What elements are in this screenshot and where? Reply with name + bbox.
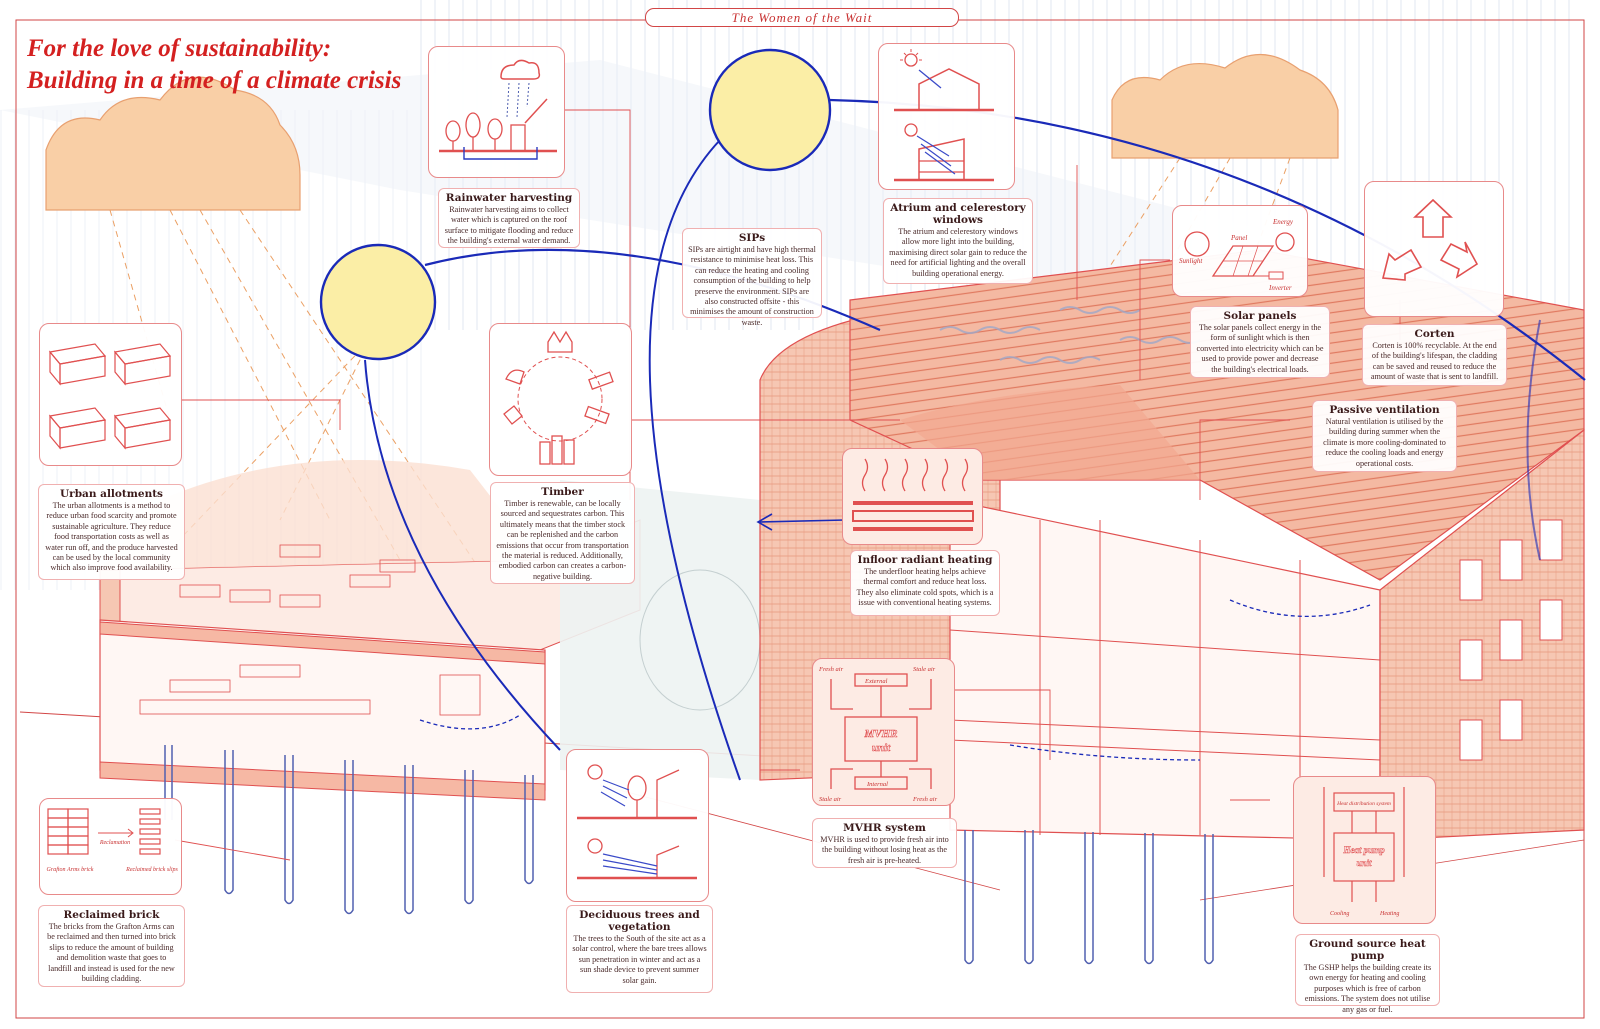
solar-sunlight-label: Sunlight xyxy=(1179,257,1203,265)
feature-description: MVHR is used to provide fresh air into t… xyxy=(820,835,949,865)
solar-panel-label: Panel xyxy=(1230,234,1247,242)
feature-description: The trees to the South of the site act a… xyxy=(572,934,707,985)
corten-icon-card xyxy=(1364,181,1504,317)
mvhr-stale-air-out-label: Stale air xyxy=(913,666,936,673)
feature-passive-ventilation: Passive ventilation Natural ventilation … xyxy=(1312,400,1457,472)
feature-description: Timber is renewable, can be locally sour… xyxy=(496,499,629,581)
heading-line-2: Building in a time of a climate crisis xyxy=(27,67,402,94)
solar-panel-icon: Sunlight Panel Energy Inverter xyxy=(1179,218,1295,292)
rain-cloud-icon xyxy=(439,59,557,160)
feature-gshp: Ground source heat pump The GSHP helps t… xyxy=(1295,934,1440,1014)
feature-title: Urban allotments xyxy=(60,488,163,500)
sun-summer xyxy=(708,48,832,172)
sun-winter xyxy=(319,243,437,361)
timber-cycle-icon xyxy=(503,330,614,465)
recycle-icon xyxy=(1381,198,1479,281)
infloor-icon-card xyxy=(842,448,983,545)
feature-description: The GSHP helps the building create its o… xyxy=(1303,963,1432,1014)
brick-process-label: Reclamation xyxy=(99,840,130,846)
feature-rainwater: Rainwater harvesting Rainwater harvestin… xyxy=(438,188,580,248)
feature-title: Atrium and celerestory windows xyxy=(890,202,1026,226)
brick-result-label: Reclaimed brick slips xyxy=(125,867,178,873)
solar-icon-card: Sunlight Panel Energy Inverter xyxy=(1172,205,1308,297)
solar-inverter-label: Inverter xyxy=(1268,284,1292,292)
feature-title: Passive ventilation xyxy=(1329,404,1440,416)
heading-line-1: For the love of sustainability: xyxy=(27,35,332,62)
feature-description: Corten is 100% recyclable. At the end of… xyxy=(1370,341,1499,382)
atrium-section-icon xyxy=(894,49,994,182)
planter-box-icon xyxy=(48,343,172,450)
feature-title: Infloor radiant heating xyxy=(857,554,993,566)
feature-allotments: Urban allotments The urban allotments is… xyxy=(38,484,185,580)
feature-title: MVHR system xyxy=(843,822,926,834)
allotments-icon-card xyxy=(39,323,182,466)
gshp-icon-card: Heat distribution system Heat pump unit … xyxy=(1293,776,1436,924)
feature-title: Corten xyxy=(1414,328,1455,340)
gshp-heating-label: Heating xyxy=(1379,911,1399,917)
timber-icon-card xyxy=(489,323,632,476)
gshp-cooling-label: Cooling xyxy=(1330,911,1349,917)
mvhr-unit-icon: Fresh air Stale air External MVHR unit I… xyxy=(818,666,938,803)
feature-title: Rainwater harvesting xyxy=(445,192,573,204)
tree-sun-icon xyxy=(577,764,697,880)
feature-description: The solar panels collect energy in the f… xyxy=(1196,323,1324,374)
brick-icon-card: Reclamation Grafton Arms brick Reclaimed… xyxy=(39,798,182,895)
brick-source-label: Grafton Arms brick xyxy=(47,866,94,873)
mvhr-icon-card: Fresh air Stale air External MVHR unit I… xyxy=(812,658,955,806)
brick-icon: Reclamation Grafton Arms brick Reclaimed… xyxy=(47,808,178,873)
feature-description: Rainwater harvesting aims to collect wat… xyxy=(444,205,574,246)
feature-title: Reclaimed brick xyxy=(63,909,160,921)
feature-description: The urban allotments is a method to redu… xyxy=(45,501,178,573)
gshp-unit-label-1: Heat pump xyxy=(1342,845,1385,855)
feature-title: Timber xyxy=(541,486,584,498)
feature-title: SIPs xyxy=(738,232,766,244)
mvhr-fresh-air-in-label: Fresh air xyxy=(818,666,844,673)
feature-deciduous-trees: Deciduous trees and vegetation The trees… xyxy=(566,905,713,993)
radiant-heat-icon xyxy=(852,458,974,531)
feature-mvhr: MVHR system MVHR is used to provide fres… xyxy=(812,818,957,868)
feature-description: The bricks from the Grafton Arms can be … xyxy=(47,922,176,984)
mvhr-internal-label: Internal xyxy=(866,781,888,788)
feature-solar: Solar panels The solar panels collect en… xyxy=(1190,306,1330,378)
feature-description: The underfloor heating helps achieve the… xyxy=(856,567,994,608)
trees-icon-card xyxy=(566,749,709,902)
feature-description: The atrium and celerestory windows allow… xyxy=(889,227,1027,278)
feature-timber: Timber Timber is renewable, can be local… xyxy=(490,482,635,584)
gshp-unit-label-2: unit xyxy=(1356,858,1372,868)
atrium-icon-card xyxy=(878,43,1015,190)
rainwater-icon-card xyxy=(428,46,565,178)
feature-description: SIPs are airtight and have high thermal … xyxy=(688,245,816,327)
feature-title: Deciduous trees and vegetation xyxy=(579,909,700,933)
heat-pump-icon: Heat distribution system Heat pump unit … xyxy=(1323,787,1405,917)
mvhr-stale-air-in-label: Stale air xyxy=(819,796,842,803)
feature-atrium: Atrium and celerestory windows The atriu… xyxy=(883,198,1033,284)
gshp-distribution-label: Heat distribution system xyxy=(1336,801,1391,807)
solar-energy-label: Energy xyxy=(1272,218,1294,226)
feature-description: Natural ventilation is utilised by the b… xyxy=(1323,417,1446,468)
feature-corten: Corten Corten is 100% recyclable. At the… xyxy=(1362,324,1507,386)
project-title-tab: The Women of the Wait xyxy=(645,8,959,27)
mvhr-unit-label-2: unit xyxy=(872,742,891,754)
mvhr-fresh-air-out-label: Fresh air xyxy=(912,796,938,803)
feature-sips: SIPs SIPs are airtight and have high the… xyxy=(682,228,822,327)
poster-heading: For the love of sustainability: Building… xyxy=(27,33,401,97)
mvhr-external-label: External xyxy=(864,678,888,685)
feature-title: Solar panels xyxy=(1223,310,1297,322)
feature-reclaimed-brick: Reclaimed brick The bricks from the Graf… xyxy=(38,905,185,987)
mvhr-unit-label-1: MVHR xyxy=(863,728,897,740)
feature-infloor-heating: Infloor radiant heating The underfloor h… xyxy=(850,550,1000,616)
feature-title: Ground source heat pump xyxy=(1309,938,1426,962)
